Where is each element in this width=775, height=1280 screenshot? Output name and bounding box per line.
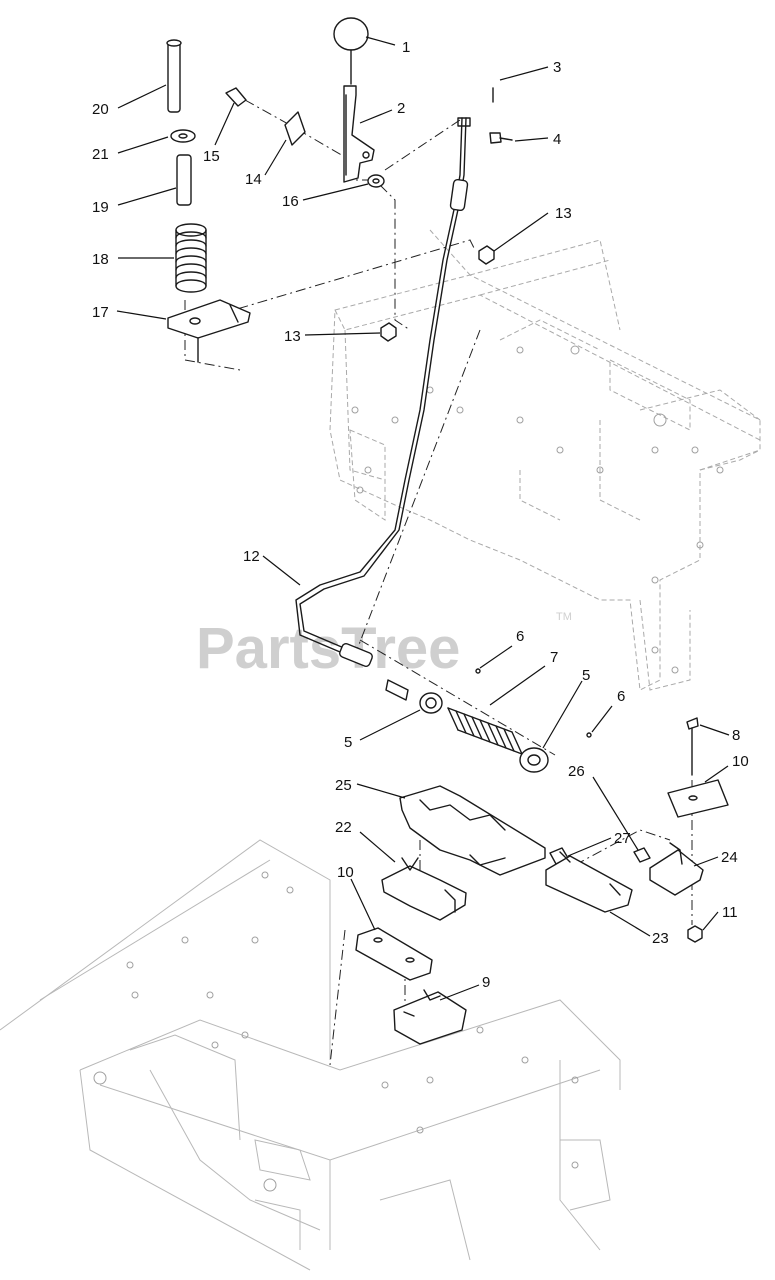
sleeve-part-19 bbox=[176, 154, 192, 206]
spring-part-7 bbox=[447, 707, 523, 755]
plate-part-10-right bbox=[667, 779, 729, 818]
collar-part-5-right bbox=[519, 747, 549, 773]
callout-8: 8 bbox=[732, 727, 740, 744]
bracket-part-24 bbox=[649, 842, 704, 896]
washer-part-16 bbox=[367, 174, 385, 188]
callout-13-upper: 13 bbox=[555, 205, 572, 222]
pin-part-6-right bbox=[586, 732, 592, 738]
callout-11: 11 bbox=[722, 904, 738, 921]
callout-labels: 1 2 3 4 20 21 15 14 16 19 13 18 17 13 12… bbox=[92, 39, 749, 991]
callout-27: 27 bbox=[614, 830, 631, 847]
callout-23: 23 bbox=[652, 930, 669, 947]
callout-22: 22 bbox=[335, 819, 352, 836]
bracket-part-25 bbox=[399, 785, 546, 876]
nut-part-13-upper bbox=[478, 245, 495, 265]
pin-part-6-left bbox=[475, 668, 481, 674]
callout-10-left: 10 bbox=[337, 864, 354, 881]
callout-10-right: 10 bbox=[732, 753, 749, 770]
spring-part-18 bbox=[175, 223, 207, 293]
nut-part-11 bbox=[687, 925, 703, 943]
nut-part-13-lower bbox=[380, 322, 397, 342]
callout-9: 9 bbox=[482, 974, 490, 991]
bracket-part-23 bbox=[545, 851, 633, 913]
watermark-text: PartsTree bbox=[196, 616, 460, 681]
callout-24: 24 bbox=[721, 849, 738, 866]
callout-25: 25 bbox=[335, 777, 352, 794]
bracket-part-22 bbox=[381, 857, 467, 921]
screw-part-15 bbox=[225, 87, 247, 107]
bolt-part-4 bbox=[489, 132, 513, 144]
callout-5-right: 5 bbox=[582, 667, 590, 684]
plate-part-14 bbox=[284, 111, 306, 146]
callout-6-left: 6 bbox=[516, 628, 524, 645]
rod-part-20 bbox=[166, 39, 182, 113]
callout-21: 21 bbox=[92, 146, 109, 163]
callout-3: 3 bbox=[553, 59, 561, 76]
cable-part-12 bbox=[295, 117, 471, 667]
callout-5-left: 5 bbox=[344, 734, 352, 751]
callout-2: 2 bbox=[397, 100, 405, 117]
watermark: PartsTree TM bbox=[196, 611, 572, 681]
upper-frame-ghost bbox=[329, 229, 761, 691]
collar-part-5-left bbox=[385, 679, 443, 714]
callout-15: 15 bbox=[203, 148, 220, 165]
callout-13-lower: 13 bbox=[284, 328, 301, 345]
leader-lines bbox=[116, 36, 730, 1001]
bracket-part-9 bbox=[393, 989, 467, 1045]
bolt-part-8 bbox=[686, 717, 699, 776]
bracket-part-17 bbox=[167, 299, 251, 363]
knob-part-1 bbox=[333, 17, 369, 85]
watermark-tm: TM bbox=[556, 611, 572, 623]
callout-16: 16 bbox=[282, 193, 299, 210]
callout-18: 18 bbox=[92, 251, 109, 268]
callout-4: 4 bbox=[553, 131, 561, 148]
washer-part-21 bbox=[170, 129, 196, 143]
callout-14: 14 bbox=[245, 171, 262, 188]
lower-frame-ghost bbox=[0, 839, 621, 1271]
callout-6-right: 6 bbox=[617, 688, 625, 705]
callout-12: 12 bbox=[243, 548, 260, 565]
callout-7: 7 bbox=[550, 649, 558, 666]
callout-26: 26 bbox=[568, 763, 585, 780]
lever-part-2 bbox=[343, 85, 375, 183]
clip-part-26 bbox=[633, 847, 651, 863]
plate-part-10-left bbox=[355, 927, 433, 981]
callout-1: 1 bbox=[402, 39, 410, 56]
callout-17: 17 bbox=[92, 304, 109, 321]
callout-19: 19 bbox=[92, 199, 109, 216]
callout-20: 20 bbox=[92, 101, 109, 118]
